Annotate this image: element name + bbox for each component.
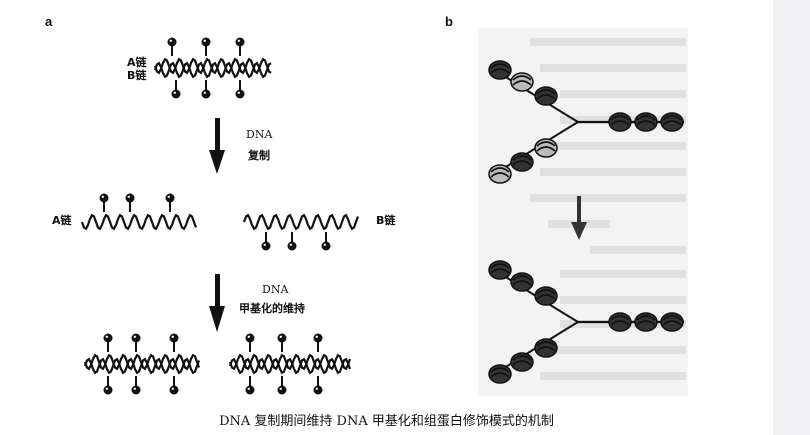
methyl-highlight bbox=[171, 335, 174, 338]
dna-wrap bbox=[610, 315, 630, 326]
dna-wrap bbox=[490, 367, 510, 378]
methyl-highlight bbox=[237, 39, 240, 42]
daughter-strand-b-label: B链 bbox=[376, 214, 396, 227]
daughter-strand-b bbox=[242, 213, 360, 251]
methyl-group bbox=[277, 385, 287, 395]
methyl-group bbox=[201, 37, 211, 47]
dna-wrap bbox=[536, 141, 556, 152]
replication-fork-after bbox=[488, 260, 684, 384]
daughter-double-helix-right bbox=[228, 333, 352, 395]
replication-arrow bbox=[209, 118, 225, 174]
methyl-highlight bbox=[171, 387, 174, 390]
dna-wrap bbox=[512, 275, 532, 286]
daughter-strand-a bbox=[80, 193, 198, 231]
methyl-highlight bbox=[203, 39, 206, 42]
methylation-step-line2: 甲基化的维持 bbox=[239, 302, 305, 315]
dna-wrap bbox=[512, 75, 532, 86]
methyl-highlight bbox=[263, 243, 266, 246]
methyl-group bbox=[165, 193, 175, 203]
methyl-group bbox=[235, 89, 245, 99]
methyl-group bbox=[321, 241, 331, 251]
methyl-group bbox=[313, 333, 323, 343]
methyl-group bbox=[171, 89, 181, 99]
dna-strand bbox=[228, 353, 352, 371]
replication-step-line2: 复制 bbox=[248, 149, 270, 162]
methyl-highlight bbox=[237, 91, 240, 95]
methyl-group bbox=[167, 37, 177, 47]
dna-wrap bbox=[662, 315, 682, 326]
methyl-highlight bbox=[315, 335, 318, 338]
methyl-group bbox=[169, 333, 179, 343]
dna-wrap bbox=[512, 155, 532, 166]
methyl-highlight bbox=[105, 387, 109, 390]
methyl-highlight bbox=[133, 335, 136, 338]
dna-wrap bbox=[536, 89, 556, 100]
figure-caption: DNA 复制期间维持 DNA 甲基化和组蛋白修饰模式的机制 bbox=[219, 414, 554, 429]
methyl-highlight bbox=[133, 387, 136, 390]
parent-double-helix bbox=[153, 37, 272, 99]
methyl-group bbox=[169, 385, 179, 395]
daughter-double-helix-left bbox=[83, 333, 201, 395]
dna-wrap bbox=[490, 167, 510, 178]
strand-a-label: A链 bbox=[127, 56, 147, 69]
strand-b-label: B链 bbox=[127, 69, 147, 82]
dna-wrap bbox=[636, 315, 656, 326]
methyl-group bbox=[103, 333, 113, 343]
panel-b-arrow bbox=[571, 196, 587, 240]
methyl-group bbox=[125, 193, 135, 203]
methylation-maintenance-arrow bbox=[209, 274, 225, 332]
methyl-highlight bbox=[247, 335, 250, 338]
methyl-highlight bbox=[279, 335, 282, 338]
methyl-group bbox=[235, 37, 245, 47]
dna-wrap bbox=[536, 341, 556, 352]
methyl-highlight bbox=[173, 91, 176, 95]
methyl-group bbox=[261, 241, 271, 251]
dna-strand bbox=[153, 61, 272, 79]
dna-wrap bbox=[636, 115, 656, 126]
methyl-group bbox=[103, 385, 113, 395]
methyl-highlight bbox=[279, 387, 282, 390]
methyl-group bbox=[201, 89, 211, 99]
dna-strand bbox=[80, 213, 198, 231]
methyl-group bbox=[245, 385, 255, 395]
methyl-group bbox=[131, 385, 141, 395]
methyl-highlight bbox=[203, 91, 206, 95]
dna-wrap bbox=[662, 115, 682, 126]
methyl-group bbox=[313, 385, 323, 395]
methyl-highlight bbox=[169, 39, 172, 42]
methyl-highlight bbox=[289, 243, 292, 246]
methyl-highlight bbox=[127, 195, 130, 198]
methyl-highlight bbox=[315, 387, 318, 390]
methyl-group bbox=[287, 241, 297, 251]
dna-wrap bbox=[490, 63, 510, 74]
methyl-group bbox=[99, 193, 109, 203]
methyl-group bbox=[277, 333, 287, 343]
methyl-highlight bbox=[247, 387, 250, 390]
replication-step-line1: DNA bbox=[246, 128, 273, 141]
dna-wrap bbox=[512, 355, 532, 366]
dna-wrap bbox=[610, 115, 630, 126]
dna-strand bbox=[242, 213, 360, 231]
daughter-strand-a-label: A链 bbox=[52, 214, 72, 227]
dna-strand bbox=[83, 357, 201, 375]
methyl-group bbox=[131, 333, 141, 343]
panel-a-letter: a bbox=[45, 14, 53, 29]
panel-b-image bbox=[478, 28, 688, 396]
dna-strand bbox=[228, 357, 352, 375]
methylation-step-line1: DNA bbox=[262, 283, 289, 296]
dna-wrap bbox=[536, 289, 556, 300]
dna-wrap bbox=[490, 263, 510, 274]
methyl-highlight bbox=[105, 335, 109, 338]
page-margin-strip bbox=[773, 0, 810, 435]
methyl-highlight bbox=[167, 195, 170, 198]
methyl-highlight bbox=[323, 243, 326, 246]
dna-strand bbox=[153, 57, 272, 75]
panel-b-letter: b bbox=[445, 14, 453, 29]
replication-fork-before bbox=[488, 60, 684, 184]
methyl-highlight bbox=[101, 195, 105, 198]
methyl-group bbox=[245, 333, 255, 343]
